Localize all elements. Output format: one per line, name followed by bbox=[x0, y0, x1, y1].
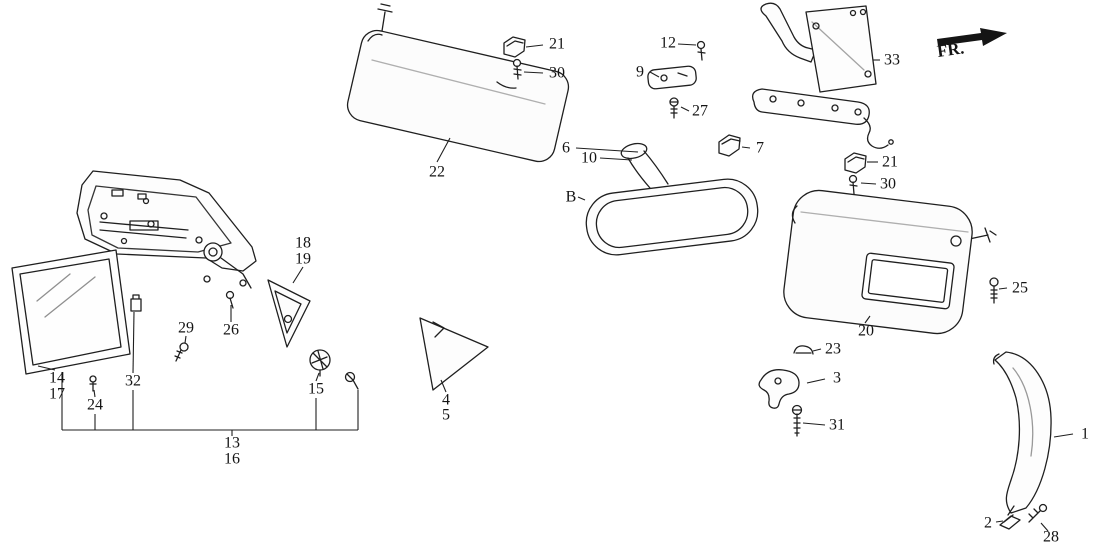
callout-labels: 213022129276107B332130252023331122818192… bbox=[49, 35, 1089, 546]
callout-B: B bbox=[566, 189, 577, 206]
leader-line bbox=[864, 315, 871, 324]
leader-line bbox=[677, 43, 697, 46]
callout-28: 28 bbox=[1043, 529, 1059, 546]
vanity-mirror bbox=[861, 252, 955, 310]
harness-wire bbox=[863, 117, 889, 149]
callout-26: 26 bbox=[223, 322, 239, 339]
callout-20: 20 bbox=[858, 323, 874, 340]
leader-line bbox=[649, 71, 660, 78]
callout-23: 23 bbox=[825, 341, 841, 358]
leader-line bbox=[599, 157, 633, 161]
callout-27: 27 bbox=[692, 103, 708, 120]
screw-12 bbox=[696, 40, 706, 61]
callout-16: 16 bbox=[224, 451, 240, 468]
callout-21-left: 21 bbox=[549, 36, 565, 53]
leader-line bbox=[995, 520, 1004, 523]
grommet-24 bbox=[89, 375, 97, 392]
leader-line bbox=[440, 379, 447, 393]
callout-30-left: 30 bbox=[549, 65, 565, 82]
callout-14: 14 bbox=[49, 370, 65, 387]
door-mirror-housing bbox=[76, 170, 257, 289]
leader-line bbox=[741, 146, 751, 149]
grab-handle-1 bbox=[992, 351, 1052, 516]
knob-screw bbox=[344, 371, 359, 390]
clip-7 bbox=[718, 134, 741, 157]
screw-30-right bbox=[848, 174, 858, 195]
callout-19: 19 bbox=[295, 251, 311, 268]
leader-lines bbox=[37, 43, 1074, 532]
screw-25 bbox=[989, 277, 999, 304]
leader-line bbox=[525, 44, 544, 48]
corner-garnish-4-5 bbox=[419, 317, 489, 391]
callout-17: 17 bbox=[49, 386, 65, 403]
callout-13: 13 bbox=[224, 435, 240, 452]
callout-29: 29 bbox=[178, 320, 194, 337]
screw-26 bbox=[225, 279, 247, 309]
callout-12: 12 bbox=[660, 35, 676, 52]
screw-27 bbox=[669, 97, 679, 119]
callout-31: 31 bbox=[829, 417, 845, 434]
leader-line bbox=[132, 311, 135, 374]
callout-1: 1 bbox=[1081, 426, 1089, 443]
callout-6: 6 bbox=[562, 140, 570, 157]
fr-label: FR. bbox=[936, 38, 965, 61]
callout-30-right: 30 bbox=[880, 176, 896, 193]
leader-line bbox=[523, 71, 544, 74]
sun-visor-left bbox=[346, 3, 570, 163]
rearview-mirror bbox=[585, 142, 759, 256]
visor-clip-21-left bbox=[503, 36, 526, 58]
mirror-base-plate-9 bbox=[647, 65, 697, 90]
callout-18: 18 bbox=[295, 235, 311, 252]
leader-line bbox=[37, 365, 56, 371]
clip-23 bbox=[793, 345, 814, 355]
leader-line bbox=[577, 196, 586, 201]
leader-line bbox=[860, 182, 877, 185]
coat-hook-3 bbox=[758, 369, 800, 409]
screw-31 bbox=[791, 404, 803, 437]
leader-line bbox=[1053, 433, 1074, 438]
leader-line bbox=[184, 335, 187, 344]
callout-33: 33 bbox=[884, 52, 900, 69]
callout-9: 9 bbox=[636, 64, 644, 81]
leader-line bbox=[315, 372, 320, 382]
leader-line bbox=[806, 378, 826, 384]
glass-clip-32 bbox=[130, 294, 142, 312]
garnish-triangle-18-19 bbox=[267, 279, 311, 348]
fr-arrow-shape bbox=[937, 28, 1007, 46]
leader-line bbox=[812, 348, 822, 352]
leader-line bbox=[436, 137, 451, 163]
callout-22: 22 bbox=[429, 164, 445, 181]
callout-5: 5 bbox=[442, 407, 450, 424]
leader-line bbox=[93, 389, 96, 398]
callout-15: 15 bbox=[308, 381, 324, 398]
callout-32: 32 bbox=[125, 373, 141, 390]
callout-3: 3 bbox=[833, 370, 841, 387]
callout-24: 24 bbox=[87, 397, 103, 414]
visor-pivot-rod-left bbox=[377, 3, 393, 32]
mirror-mount-bracket-33 bbox=[751, 2, 894, 149]
callout-21-right: 21 bbox=[882, 154, 898, 171]
callout-7: 7 bbox=[756, 140, 764, 157]
callout-2: 2 bbox=[984, 515, 992, 532]
sun-visor-right bbox=[783, 189, 997, 335]
callout-4: 4 bbox=[442, 392, 450, 409]
screw-30-left bbox=[512, 58, 522, 80]
visor-clip-21-right bbox=[844, 152, 867, 174]
callout-25: 25 bbox=[1012, 280, 1028, 297]
screw-28 bbox=[1028, 503, 1048, 523]
leader-line bbox=[575, 147, 639, 153]
leader-line bbox=[1040, 522, 1049, 532]
callout-10: 10 bbox=[581, 150, 597, 167]
fr-direction-arrow: FR. bbox=[936, 28, 1007, 61]
leader-line bbox=[998, 287, 1008, 290]
leader-line bbox=[680, 106, 690, 112]
leader-line bbox=[802, 422, 826, 426]
mirror-glass bbox=[11, 249, 131, 375]
leader-line bbox=[292, 266, 304, 284]
screw-29 bbox=[174, 342, 189, 362]
handle-clip-2 bbox=[999, 514, 1021, 530]
adjuster-knob-15 bbox=[309, 349, 331, 377]
